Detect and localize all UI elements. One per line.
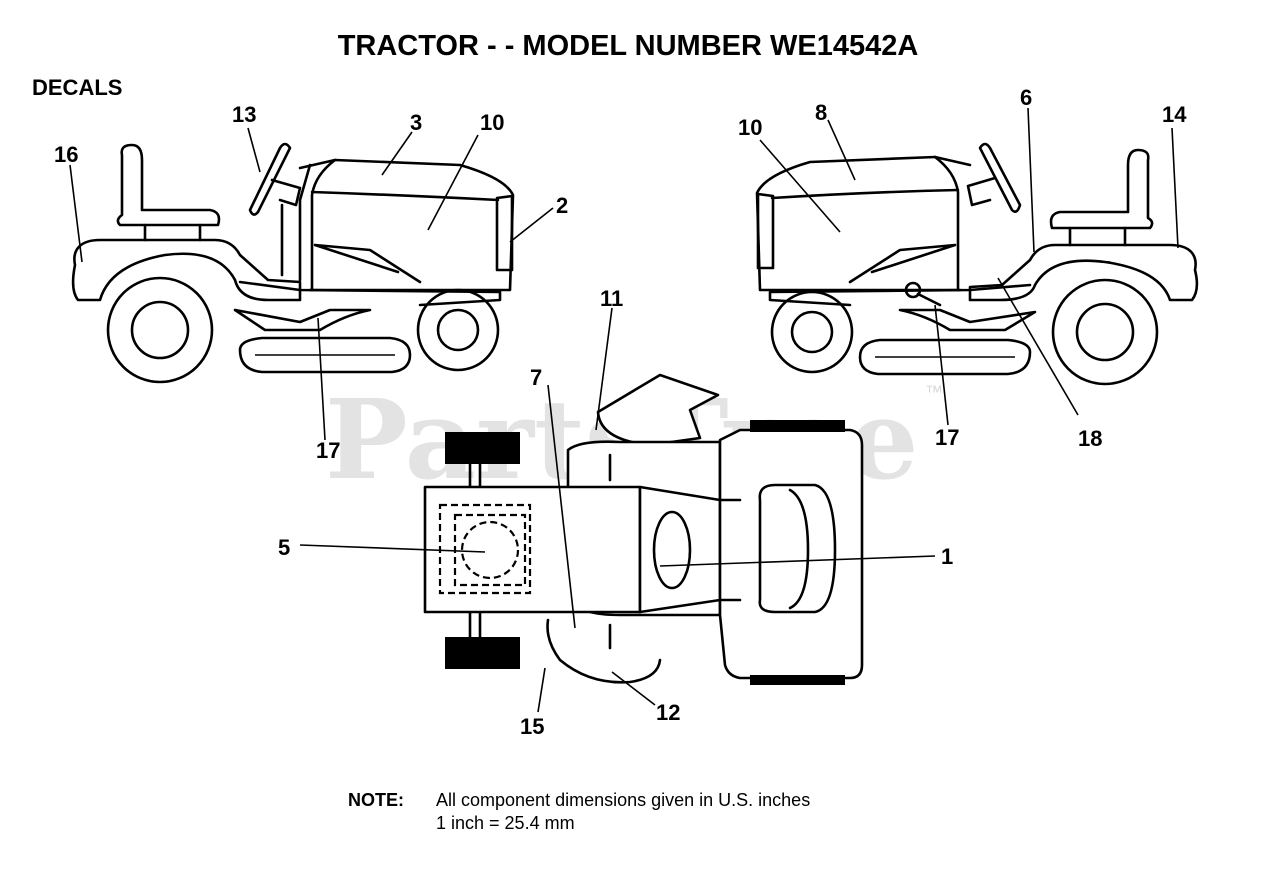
tractor-left-side-view [71,142,515,384]
leader-lines [69,107,1179,713]
callout-13: 13 [232,102,256,127]
callout-5: 5 [278,535,290,560]
callout-12: 12 [656,700,680,725]
callout-10-left: 10 [480,110,504,135]
note-block: NOTE: All component dimensions given in … [348,790,810,833]
callout-15: 15 [520,714,544,739]
callout-3: 3 [410,110,422,135]
callouts: 16 13 3 10 2 17 10 8 6 14 17 18 11 7 5 1… [54,85,1187,739]
watermark-trademark: ™ [925,382,943,402]
callout-1: 1 [941,544,953,569]
note-line-2: 1 inch = 25.4 mm [436,813,575,833]
callout-18: 18 [1078,426,1102,451]
tractor-right-side-view [755,142,1199,386]
note-label: NOTE: [348,790,404,810]
callout-17-right: 17 [935,425,959,450]
note-line-1: All component dimensions given in U.S. i… [436,790,810,810]
callout-17-left: 17 [316,438,340,463]
page-title: TRACTOR - - MODEL NUMBER WE14542A [338,30,919,62]
callout-11: 11 [600,286,623,311]
callout-7: 7 [530,365,542,390]
callout-10-right: 10 [738,115,762,140]
callout-2: 2 [556,193,568,218]
callout-6: 6 [1020,85,1032,110]
tractor-top-view [423,373,864,685]
callout-14: 14 [1162,102,1187,127]
section-heading: DECALS [32,75,122,100]
callout-8: 8 [815,100,827,125]
callout-16: 16 [54,142,78,167]
